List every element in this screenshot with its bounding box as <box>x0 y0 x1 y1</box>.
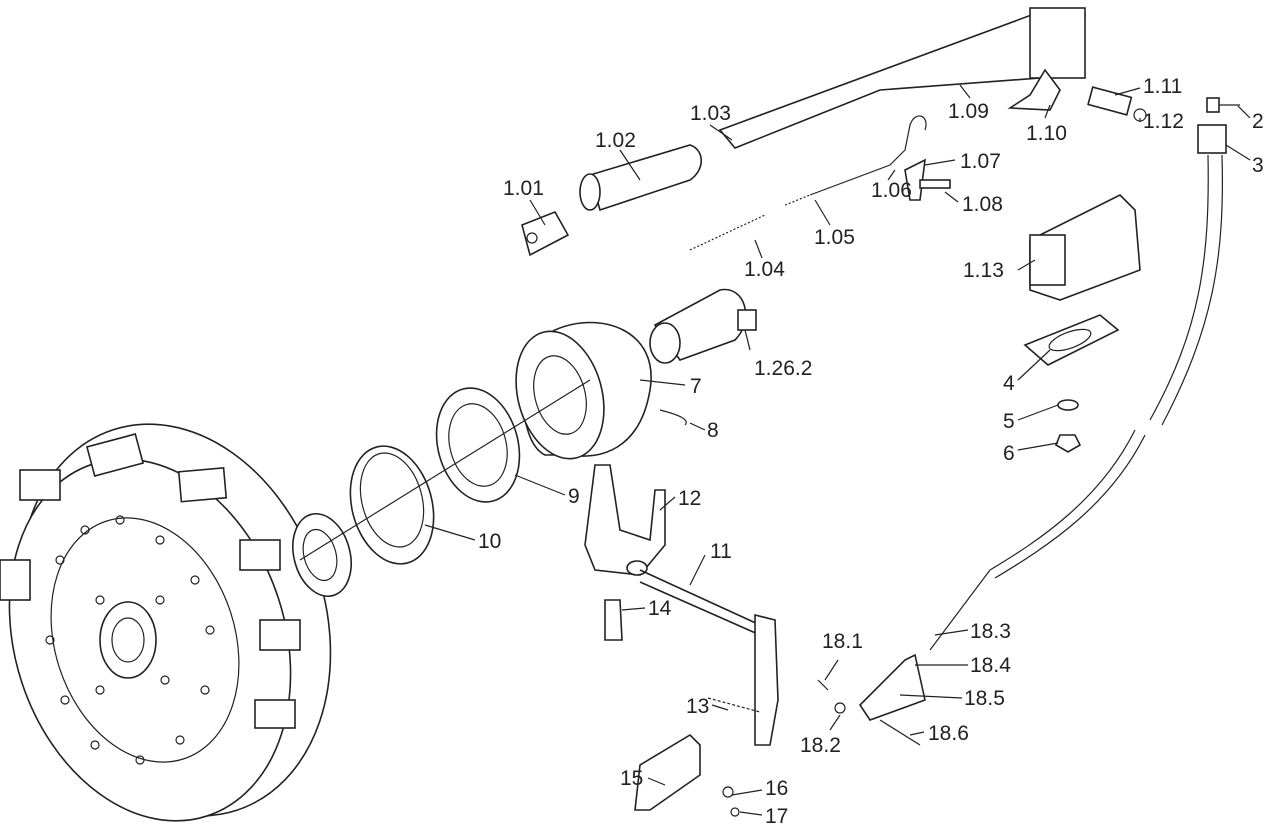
mount-bracket <box>1023 194 1141 453</box>
label-7: 7 <box>690 375 702 398</box>
label-1-02: 1.02 <box>595 129 636 152</box>
label-6: 6 <box>1003 442 1015 465</box>
part-labels: 1.01 1.02 1.03 1.04 1.05 1.06 1.07 1.08 … <box>478 75 1264 825</box>
release-bearing <box>435 387 521 503</box>
label-3: 3 <box>1252 154 1264 177</box>
label-11: 11 <box>710 540 732 563</box>
label-1-09: 1.09 <box>948 100 989 123</box>
label-8: 8 <box>707 419 719 442</box>
label-18-4: 18.4 <box>970 654 1011 677</box>
label-18-3: 18.3 <box>970 620 1011 643</box>
label-1-01: 1.01 <box>503 177 544 200</box>
label-1-12: 1.12 <box>1143 110 1184 133</box>
clutch-cable <box>817 97 1240 746</box>
label-9: 9 <box>568 485 580 508</box>
label-18-1: 18.1 <box>822 630 863 653</box>
label-16: 16 <box>765 777 788 800</box>
bearing-housing <box>515 321 687 460</box>
label-1-08: 1.08 <box>962 193 1003 216</box>
spring-rod <box>689 115 951 251</box>
label-17: 17 <box>765 805 788 825</box>
leader-lines <box>424 84 1251 816</box>
release-fork <box>584 464 779 817</box>
label-18-6: 18.6 <box>928 722 969 745</box>
bearing-small <box>292 512 352 598</box>
label-1-07: 1.07 <box>960 150 1001 173</box>
label-1-10: 1.10 <box>1026 122 1067 145</box>
label-1-06: 1.06 <box>871 179 912 202</box>
label-1-03: 1.03 <box>690 102 731 125</box>
axis-line <box>299 379 591 561</box>
label-12: 12 <box>678 487 701 510</box>
label-1-26-2: 1.26.2 <box>754 357 812 380</box>
label-5: 5 <box>1003 410 1015 433</box>
label-14: 14 <box>648 597 672 620</box>
label-18-5: 18.5 <box>964 687 1005 710</box>
handbrake-lever <box>521 7 1147 257</box>
bearing-sleeve <box>349 445 435 565</box>
label-4: 4 <box>1003 372 1015 395</box>
label-2: 2 <box>1252 110 1264 133</box>
clutch-flywheel <box>0 423 332 822</box>
label-1-11: 1.11 <box>1143 75 1182 98</box>
label-18-2: 18.2 <box>800 734 841 757</box>
label-1-04: 1.04 <box>744 258 785 281</box>
label-10: 10 <box>478 530 501 553</box>
label-1-13: 1.13 <box>963 259 1004 282</box>
label-13: 13 <box>686 695 709 718</box>
label-15: 15 <box>620 767 643 790</box>
label-1-05: 1.05 <box>814 226 855 249</box>
actuator-cylinder <box>649 288 757 364</box>
